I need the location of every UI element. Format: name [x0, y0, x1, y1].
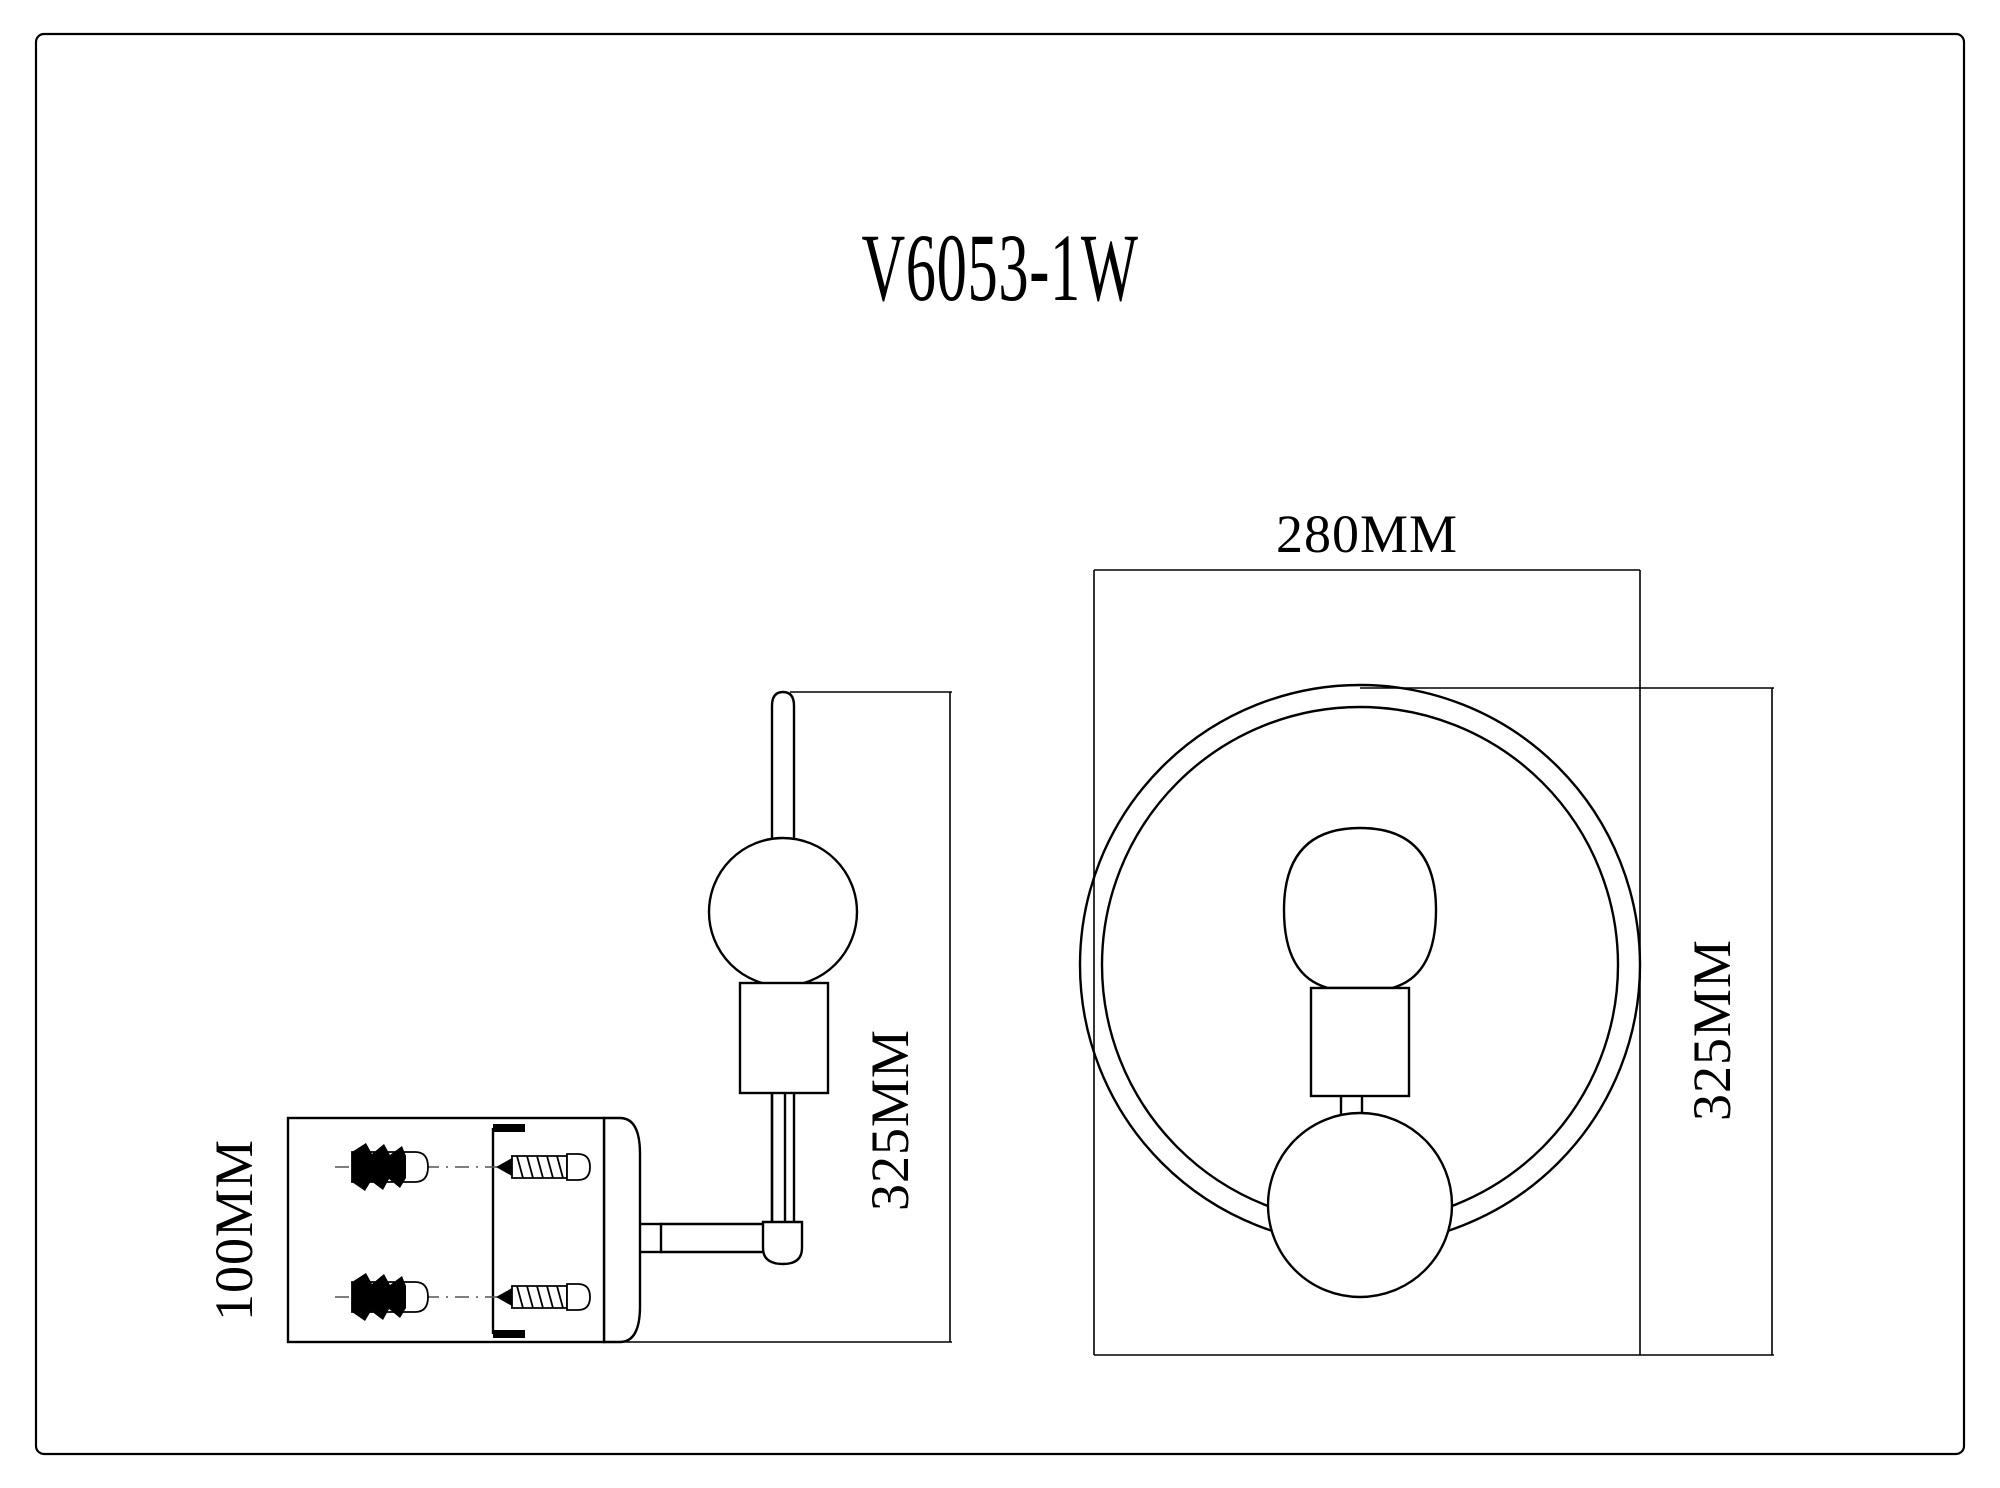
front-bulb-glass: [1282, 826, 1438, 990]
front-view-group: [1078, 683, 1642, 1299]
front-height-dimension: 325MM: [1360, 687, 1774, 1355]
side-globe-shade: [707, 836, 859, 988]
side-view-group: [286, 690, 859, 1344]
mounting-screw-upper: [496, 1153, 591, 1181]
wall-anchor-lower: [351, 1273, 429, 1321]
wall-anchor-upper: [351, 1143, 429, 1191]
side-socket-body: [738, 981, 830, 1095]
mounting-bracket: [491, 1124, 525, 1338]
mounting-screw-lower: [496, 1283, 591, 1311]
hardware-row-lower: [335, 1273, 591, 1321]
side-height-dim-label: 325MM: [860, 1029, 920, 1211]
front-width-dim-label: 280MM: [1276, 504, 1458, 564]
side-depth-dimension: 100MM: [204, 1118, 289, 1342]
side-vertical-rod: [770, 690, 796, 1234]
side-depth-dim-label: 100MM: [204, 1139, 264, 1321]
side-horizontal-arm: [635, 1222, 763, 1254]
sheet-border: [34, 32, 1966, 1456]
side-canopy-cap: [602, 1116, 642, 1344]
front-socket-body: [1309, 986, 1411, 1098]
page-title: V6053-1W: [861, 216, 1138, 321]
hardware-row-upper: [335, 1143, 591, 1191]
side-height-dimension: 325MM: [604, 691, 952, 1343]
front-width-dimension: 280MM: [1093, 504, 1774, 1356]
front-backplate-sphere: [1266, 1111, 1454, 1299]
side-elbow-cap: [761, 1220, 804, 1266]
front-height-dim-label: 325MM: [1682, 939, 1742, 1121]
